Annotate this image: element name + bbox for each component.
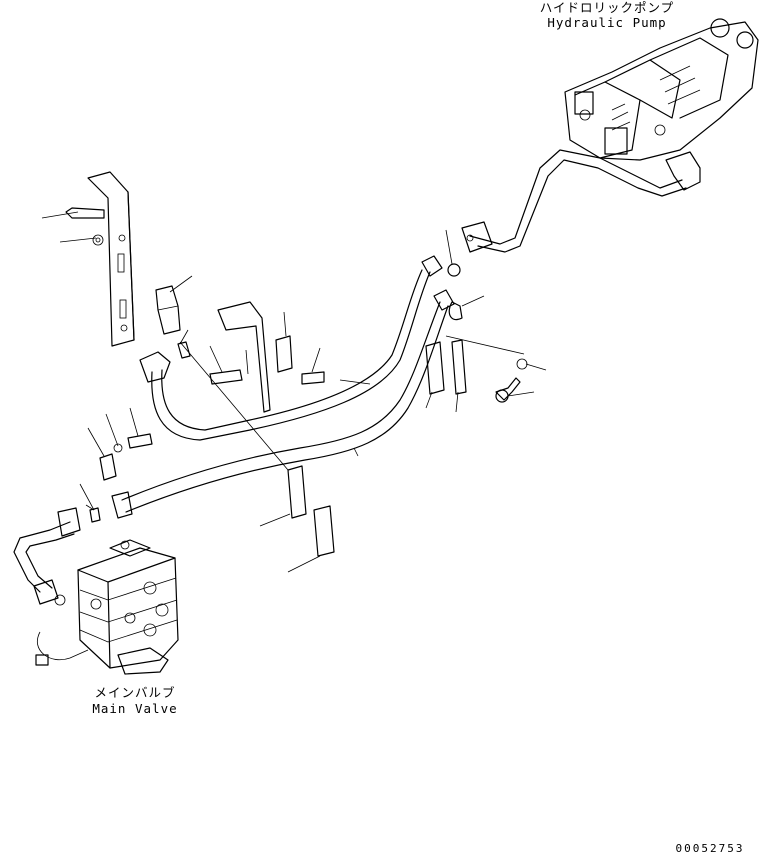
left-small-parts <box>89 433 153 523</box>
hose-upper <box>139 255 443 441</box>
main-valve-label-jp: メインバルブ <box>94 685 176 700</box>
hydraulic-pump-label-en: Hydraulic Pump <box>547 15 667 30</box>
hydraulic-pump-label-jp: ハイドロリックポンプ <box>539 0 675 15</box>
bolt-and-washer-left <box>65 207 105 246</box>
hose-clamp-block <box>155 285 181 335</box>
fitting-small <box>177 341 243 385</box>
leader-lines <box>41 211 547 573</box>
main-valve <box>35 539 179 675</box>
bracket-left <box>87 171 135 347</box>
valve-inlet-pipe <box>13 504 95 606</box>
drawing-number: 00052753 <box>675 842 745 855</box>
pump-pressure-pipe <box>461 149 701 253</box>
hydraulic-pump <box>564 18 759 161</box>
pump-flange-oring <box>447 263 463 321</box>
bracket-center <box>217 301 325 413</box>
hose-clamp-lower <box>287 465 335 557</box>
main-valve-label-en: Main Valve <box>92 701 178 716</box>
hose-clamp-right <box>425 339 467 395</box>
